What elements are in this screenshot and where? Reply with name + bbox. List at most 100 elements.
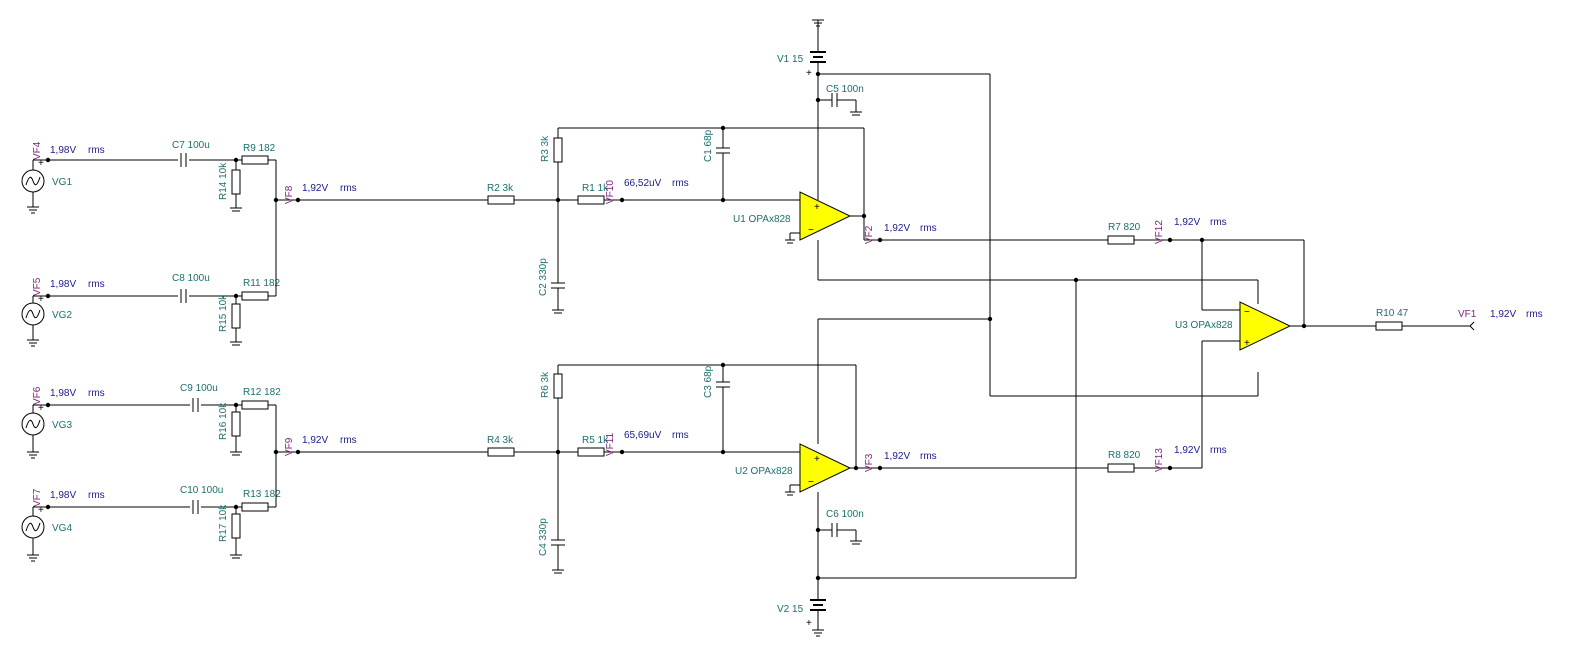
resistor-r13[interactable] (241, 502, 269, 512)
capacitor-label: C9 100u (180, 383, 218, 394)
output-stage-u3: R7 820 VF12 1,92V rms R8 820 VF13 1,92V … (1107, 217, 1543, 473)
probe-reading: 1,98V (50, 145, 76, 156)
resistor-label: R14 10k (218, 162, 229, 200)
battery-v2[interactable] (810, 599, 826, 611)
probe-name: VF5 (32, 277, 43, 296)
probe-reading: 1,92V (884, 223, 910, 234)
supply-label: V1 15 (777, 54, 804, 65)
capacitor-label: C6 100n (826, 509, 864, 520)
probe-reading: 1,92V (1490, 309, 1516, 320)
source-name: VG1 (52, 177, 72, 188)
resistor-r7[interactable] (1107, 235, 1135, 245)
resistor-label: R11 182 (243, 278, 281, 289)
source-name: VG4 (52, 523, 72, 534)
resistor-r9[interactable] (241, 155, 269, 165)
capacitor-c4[interactable] (551, 539, 565, 546)
capacitor-c1[interactable] (716, 147, 730, 154)
supply-label: V2 15 (777, 604, 804, 615)
probe-unit: rms (88, 279, 105, 290)
amplifier-stage-u1: R2 3k R3 3k C2 330p R1 1k VF10 66,52uV r… (487, 125, 1108, 314)
source-vg1[interactable] (21, 160, 45, 214)
probe-unit: rms (920, 223, 937, 234)
resistor-label: R5 1k (582, 435, 609, 446)
source-vg4[interactable] (21, 507, 45, 562)
probe-unit: rms (88, 490, 105, 501)
opamp-u3[interactable] (1239, 301, 1292, 351)
probe-name: VF10 (605, 180, 616, 204)
resistor-r16[interactable] (231, 411, 241, 437)
capacitor-c2[interactable] (551, 282, 565, 289)
capacitor-c9[interactable] (192, 398, 199, 412)
resistor-r2[interactable] (487, 195, 515, 205)
resistor-r5[interactable] (577, 447, 605, 457)
input-network-2: VG3 VF6 + 1,98V rms C9 100u R12 182 R16 … (21, 383, 488, 562)
resistor-label: R2 3k (487, 183, 514, 194)
probe-unit: rms (1210, 217, 1227, 228)
probe-reading: 65,69uV (624, 430, 662, 441)
resistor-r1[interactable] (577, 195, 605, 205)
probe-name: VF13 (1154, 448, 1165, 472)
resistor-r10[interactable] (1375, 321, 1403, 331)
probe-name: VF12 (1154, 220, 1165, 244)
plus-sign: + (38, 294, 44, 305)
resistor-label: R12 182 (243, 387, 281, 398)
probe-reading: 1,98V (50, 279, 76, 290)
resistor-r14[interactable] (231, 169, 241, 195)
capacitor-c5[interactable] (831, 93, 838, 107)
resistor-label: R4 3k (487, 435, 514, 446)
battery-v1[interactable] (810, 51, 826, 63)
source-vg2[interactable] (21, 296, 45, 347)
capacitor-c10[interactable] (192, 500, 199, 514)
capacitor-c6[interactable] (831, 523, 838, 537)
capacitor-label: C3 68p (703, 365, 714, 398)
opamp-u1[interactable] (799, 191, 852, 241)
probe-name: VF8 (284, 185, 295, 204)
plus-sign: + (806, 68, 812, 79)
probe-name: VF3 (864, 453, 875, 472)
probe-reading: 1,98V (50, 388, 76, 399)
minus-sign: − (808, 477, 814, 488)
source-vg3[interactable] (21, 405, 45, 459)
source-name: VG3 (52, 420, 72, 431)
plus-sign: + (814, 202, 820, 213)
capacitor-c8[interactable] (180, 289, 187, 303)
resistor-r3[interactable] (553, 137, 563, 163)
resistor-label: R17 10k (218, 504, 229, 542)
capacitor-label: C1 68p (703, 129, 714, 162)
probe-unit: rms (1526, 309, 1543, 320)
probe-reading: 1,98V (50, 490, 76, 501)
probe-name: VF1 (1458, 309, 1477, 320)
resistor-r6[interactable] (553, 373, 563, 399)
resistor-r4[interactable] (487, 447, 515, 457)
probe-name: VF7 (32, 488, 43, 507)
opamp-u2[interactable] (799, 443, 852, 493)
resistor-r8[interactable] (1107, 463, 1135, 473)
resistor-r17[interactable] (231, 513, 241, 539)
amplifier-stage-u2: R4 3k R6 3k C4 330p R5 1k VF11 65,69uV r… (487, 362, 1108, 574)
resistor-label: R10 47 (1376, 308, 1409, 319)
resistor-label: R8 820 (1108, 450, 1141, 461)
capacitor-c7[interactable] (180, 153, 187, 167)
probe-name: VF9 (284, 437, 295, 456)
resistor-label: R3 3k (540, 135, 551, 162)
probe-unit: rms (88, 145, 105, 156)
probe-reading: 1,92V (1174, 445, 1200, 456)
capacitor-label: C4 330p (538, 518, 549, 556)
minus-sign: − (1244, 307, 1250, 318)
plus-sign: + (38, 403, 44, 414)
plus-sign: + (38, 158, 44, 169)
resistor-label: R13 182 (243, 489, 281, 500)
probe-reading: 1,92V (302, 435, 328, 446)
plus-sign: + (1244, 338, 1250, 349)
resistor-label: R7 820 (1108, 222, 1141, 233)
opamp-label: U3 OPAx828 (1175, 320, 1233, 331)
resistor-r15[interactable] (231, 303, 241, 329)
capacitor-label: C7 100u (172, 140, 210, 151)
resistor-r11[interactable] (241, 291, 269, 301)
resistor-r12[interactable] (241, 400, 269, 410)
resistor-label: R16 10k (218, 402, 229, 440)
plus-sign: + (814, 454, 820, 465)
capacitor-label: C8 100u (172, 273, 210, 284)
capacitor-c3[interactable] (716, 381, 730, 388)
